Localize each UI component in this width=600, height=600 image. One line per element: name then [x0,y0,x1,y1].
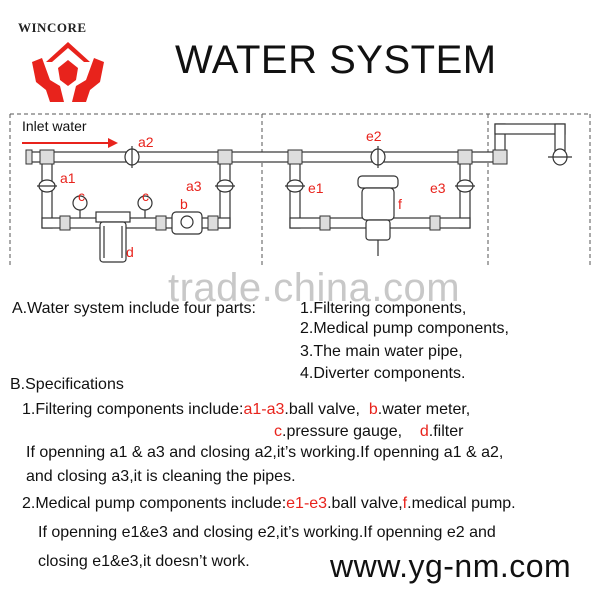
spec-2-e-text: .ball valve, [327,495,403,512]
section-a-item-3: 3.The main water pipe, [300,343,463,360]
water-system-diagram [9,113,591,265]
spec-1-a-text: .ball valve, [284,401,369,418]
section-b-heading: B.Specifications [10,376,124,393]
spec-1-line-2: c.pressure gauge, d.filter [274,423,463,441]
spec-1-d-text: .filter [428,423,464,440]
spec-2-prefix: 2.Medical pump components include: [22,495,287,512]
spec-2-note-line-1: If openning e1&e3 and closing e2,it’s wo… [38,524,496,541]
page-title: WATER SYSTEM [175,38,497,82]
spec-2-note-line-2: closing e1&e3,it doesn’t work. [38,553,250,570]
pressure-gauges [72,195,153,218]
inlet-arrow [22,138,118,148]
ball-valves [37,146,572,193]
label-d: d [126,244,134,260]
spec-1-note-line-1: If openning a1 & a3 and closing a2,it’s … [26,444,504,461]
spec-1-b-code: b [368,401,378,418]
section-a-item-2: 2.Medical pump components, [300,320,509,337]
spec-1-line: 1.Filtering components include:a1-a3.bal… [22,401,470,419]
label-f: f [398,196,402,212]
spec-1-c-text: .pressure gauge, [282,423,420,440]
water-meter [171,211,203,235]
label-a3: a3 [186,178,202,194]
label-e1: e1 [308,180,324,196]
spec-2-f-text: .medical pump. [407,495,516,512]
brand-name: WINCORE [18,20,87,35]
spec-1-c-code: c [274,423,282,440]
spec-2-e-code: e1-e3 [286,495,328,512]
label-a2: a2 [138,134,154,150]
watermark: trade.china.com [168,266,461,310]
spec-1-b-text: .water meter, [377,401,471,418]
inlet-water-label: Inlet water [22,118,87,134]
label-c-right: c [142,188,149,204]
label-c-left: c [78,188,85,204]
pipe-fittings [25,149,508,231]
medical-pump [357,175,399,256]
section-a-intro: A.Water system include four parts: [12,300,256,317]
section-a-item-4: 4.Diverter components. [300,365,466,382]
website-url: www.yg-nm.com [330,548,572,584]
diagram-frame [9,113,591,265]
spec-2-line: 2.Medical pump components include:e1-e3.… [22,495,516,513]
filter-housing [95,211,131,263]
label-e2: e2 [366,128,382,144]
spec-1-prefix: 1.Filtering components include: [22,401,244,418]
label-e3: e3 [430,180,446,196]
spec-1-a-code: a1-a3 [243,401,285,418]
spec-1-note-line-2: and closing a3,it is cleaning the pipes. [26,468,296,485]
label-a1: a1 [60,170,76,186]
spec-2-f-code: f [402,495,408,512]
label-b: b [180,196,188,212]
hands-holding-roof-logo [32,42,104,102]
spec-1-d-code: d [419,423,429,440]
section-a-item-1: 1.Filtering components, [300,300,467,317]
